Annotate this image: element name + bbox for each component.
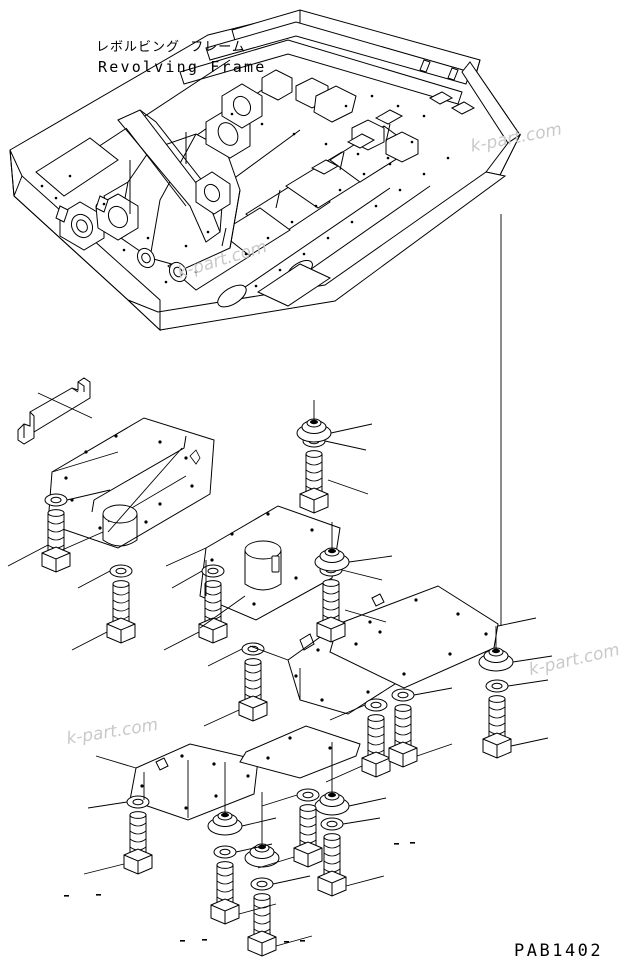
washer-m: [296, 788, 320, 802]
bolt-g: [482, 695, 512, 759]
washer-a: [44, 493, 68, 507]
bolt-m: [293, 804, 323, 868]
channel-bar: [17, 377, 91, 445]
washer-c: [201, 564, 225, 578]
leader-lines: [7, 392, 553, 947]
washer-i: [391, 688, 415, 702]
bolts: [41, 450, 512, 957]
bolt-a: [41, 509, 71, 573]
registration-ticks: [64, 842, 415, 943]
bolt-b: [106, 580, 136, 644]
bolt-f: [238, 658, 268, 722]
washer-l: [250, 877, 274, 891]
grommet-f: [314, 791, 350, 816]
washer-h: [364, 698, 388, 712]
cover-plate-5: [129, 743, 259, 821]
washer-j: [126, 795, 150, 809]
washer-g: [485, 679, 509, 693]
grommet-b: [314, 547, 350, 572]
bolt-k: [210, 861, 240, 925]
cover-plate-2: [199, 505, 341, 621]
cover-plate-6: [239, 725, 361, 779]
washer-f: [241, 642, 265, 656]
bolt-n: [317, 833, 347, 897]
cover-plate-1: [47, 417, 215, 549]
grommet-e: [244, 843, 280, 868]
assembly-label-english: Revolving Frame: [98, 58, 267, 76]
assembly-label-japanese: レボルビング フレーム: [96, 40, 246, 55]
washer-b: [109, 564, 133, 578]
bolt-j: [123, 811, 153, 875]
bolt-d: [299, 450, 329, 514]
part-number: PAB1402: [514, 941, 604, 961]
bolt-l: [247, 893, 277, 957]
cover-plate-4: [329, 585, 499, 689]
washer-n: [320, 817, 344, 831]
washer-k: [213, 845, 237, 859]
bolt-h: [361, 714, 391, 778]
grommet-a: [296, 418, 332, 443]
grommet-d: [207, 811, 243, 836]
bolt-e: [316, 579, 346, 643]
bolt-i: [388, 704, 418, 768]
